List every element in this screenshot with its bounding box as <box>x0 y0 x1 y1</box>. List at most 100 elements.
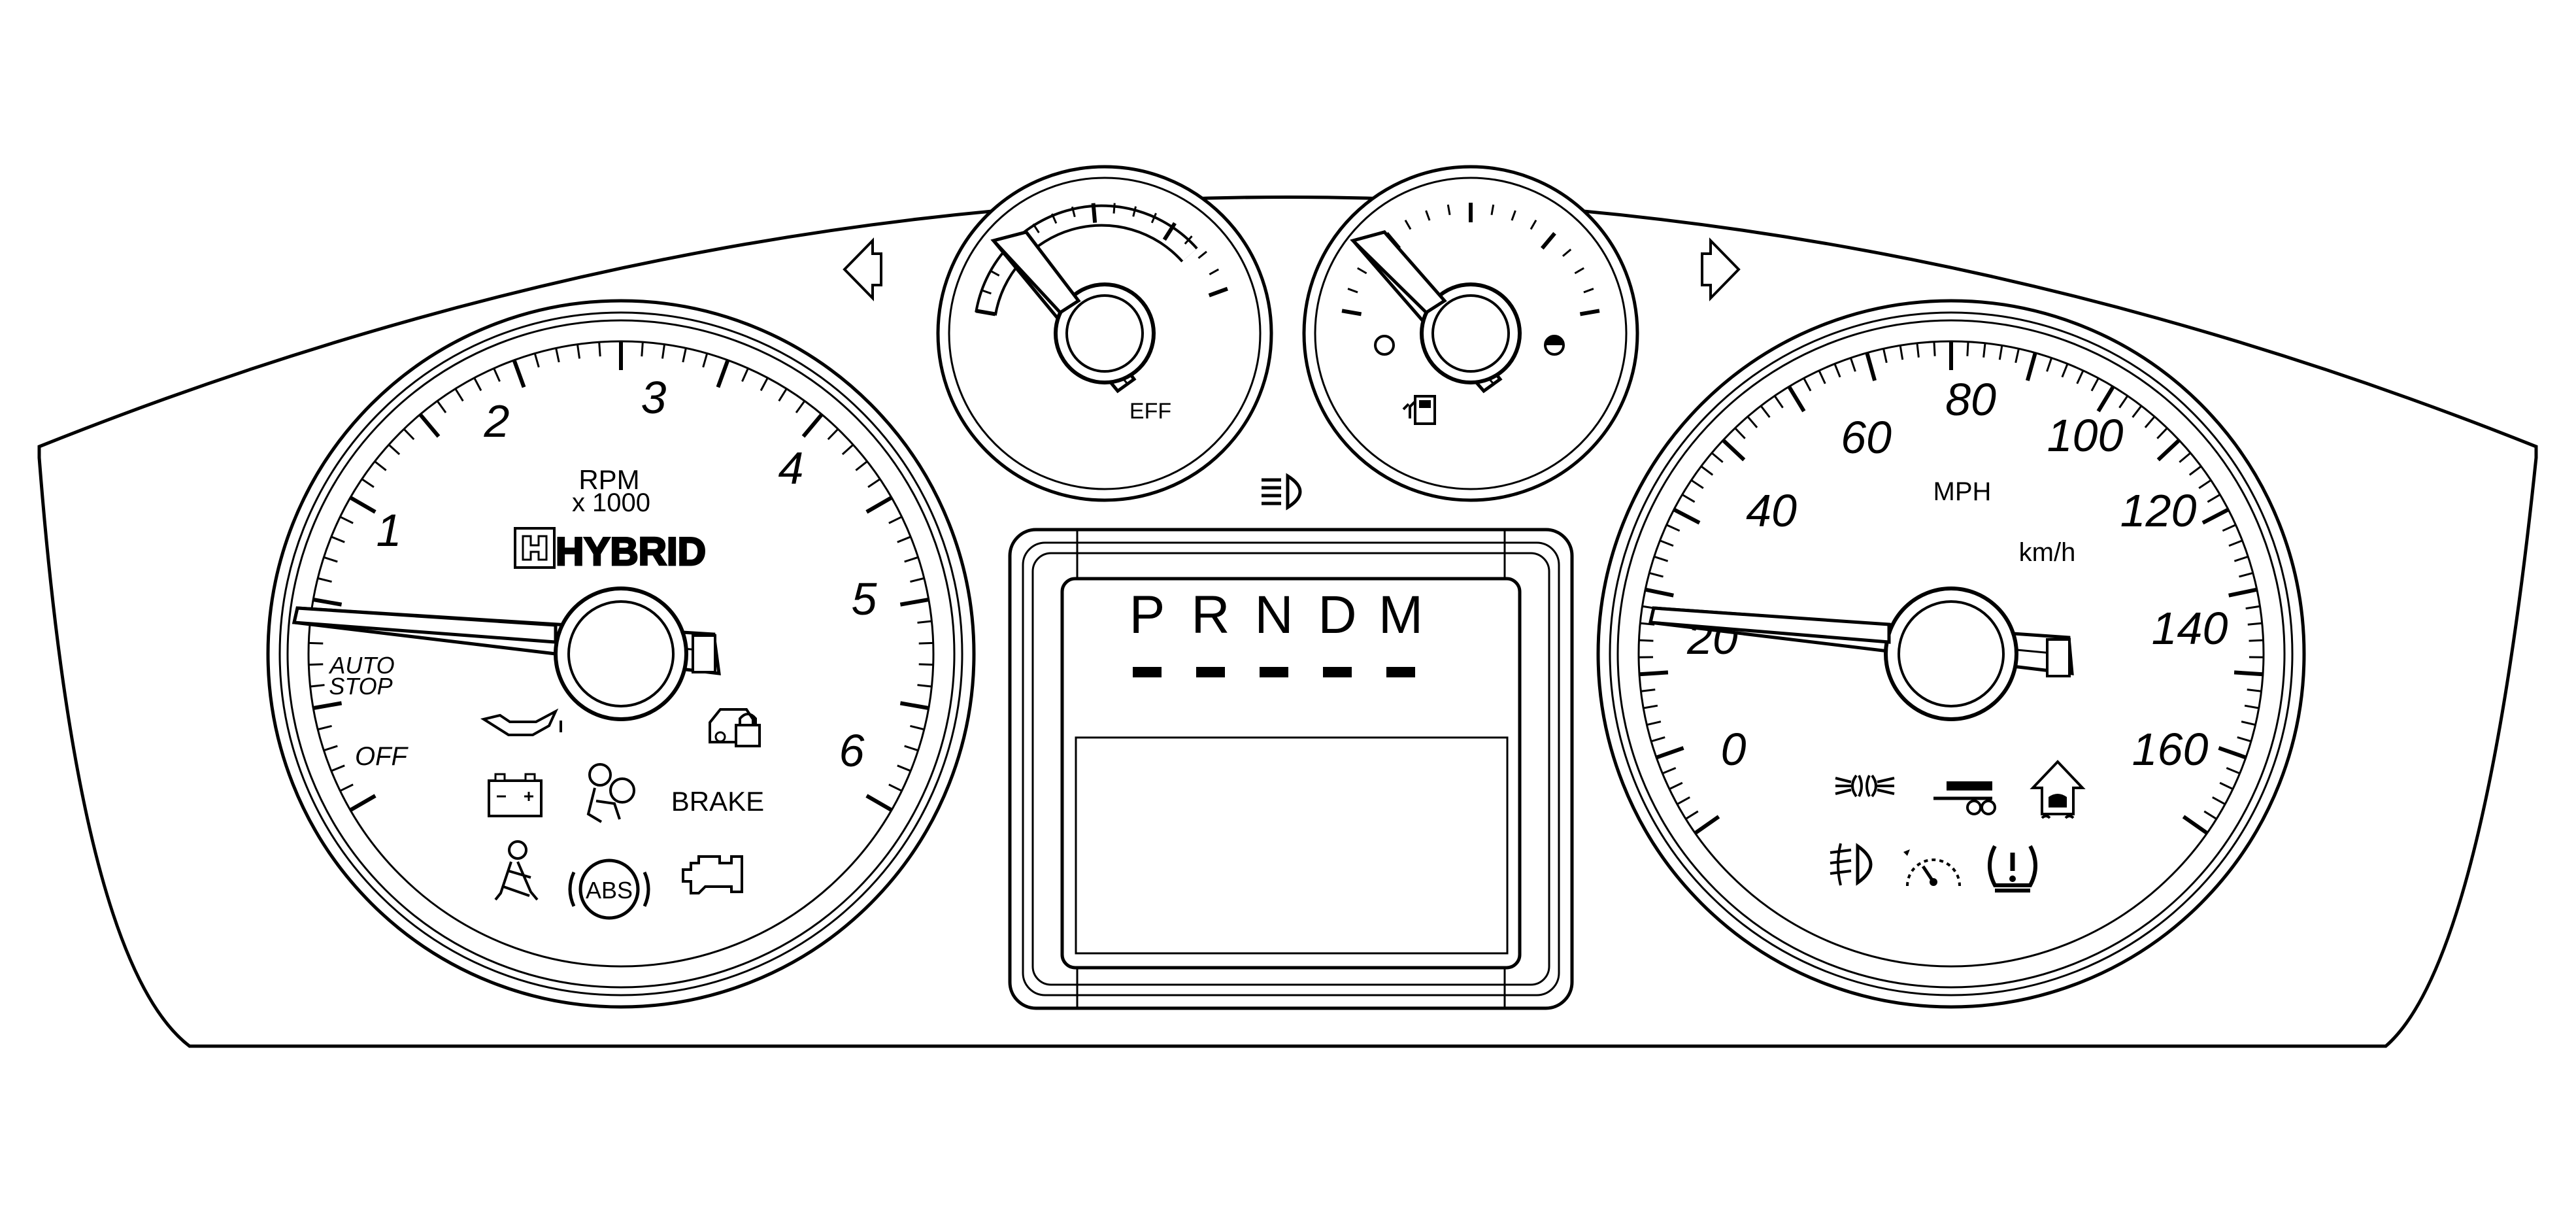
abs-icon: ABS <box>568 858 650 920</box>
gear-letter-m: M <box>1379 585 1423 645</box>
major-tick <box>2096 385 2115 413</box>
minor-tick <box>1700 465 1714 476</box>
major-tick <box>2026 352 2037 381</box>
kmh-number-160: 160 <box>2132 724 2209 775</box>
minor-tick <box>2198 479 2212 489</box>
major-tick <box>1579 309 1600 316</box>
minor-tick <box>2249 639 2264 642</box>
oil-pressure-icon <box>480 708 562 736</box>
minor-tick <box>339 783 354 792</box>
left-turn-arrow-icon <box>843 237 882 301</box>
minor-tick <box>1677 796 1690 806</box>
minor-tick <box>904 745 919 752</box>
tach-number-2: 2 <box>484 396 510 447</box>
major-tick <box>1091 203 1097 223</box>
minor-tick <box>317 577 332 583</box>
minor-tick <box>1643 704 1658 709</box>
gear-letter-p: P <box>1129 585 1165 645</box>
minor-tick <box>309 663 324 666</box>
major-tick <box>349 496 376 514</box>
major-tick <box>1865 352 1877 381</box>
major-tick <box>1656 746 1684 760</box>
minor-tick <box>1639 639 1654 642</box>
minor-tick <box>888 783 903 792</box>
gear-letter-n: N <box>1254 585 1293 645</box>
speedometer-needle <box>1648 586 2074 721</box>
major-tick <box>418 413 441 438</box>
major-tick <box>975 309 996 316</box>
minor-tick <box>2244 704 2259 709</box>
minor-tick <box>917 620 932 624</box>
fuel-full-marker <box>1544 335 1565 356</box>
minor-tick <box>1209 268 1220 276</box>
major-tick <box>865 794 893 812</box>
minor-tick <box>2061 363 2069 378</box>
minor-tick <box>533 353 540 368</box>
minor-tick <box>323 556 338 563</box>
tach-number-3: 3 <box>641 372 667 423</box>
minor-tick <box>1647 721 1662 726</box>
minor-tick <box>317 724 332 731</box>
minor-tick <box>741 367 749 382</box>
major-tick <box>1540 231 1556 250</box>
minor-tick <box>2188 465 2202 476</box>
minor-tick <box>1916 343 1920 358</box>
minor-tick <box>1899 345 1904 360</box>
mph-number-100: 100 <box>2047 410 2124 461</box>
headlamp-high-beam-icon <box>1262 473 1302 511</box>
mph-number-80: 80 <box>1945 374 1996 425</box>
speedometer: 0 20 40 60 80 100 120 140 160 MPH km/h <box>1596 299 2306 1009</box>
minor-tick <box>454 388 464 402</box>
minor-tick <box>1641 688 1656 692</box>
minor-tick <box>989 269 1000 277</box>
minor-tick <box>2237 736 2252 743</box>
minor-tick <box>1583 288 1594 294</box>
minor-tick <box>1681 494 1696 503</box>
minor-tick <box>1562 248 1572 257</box>
minor-tick <box>2219 781 2233 790</box>
fuel-pump-icon <box>1402 395 1436 425</box>
tachometer: 1 2 3 4 5 6 RPM x 1000 HYBRID AUTO STOP … <box>266 299 976 1009</box>
gear-letter-d: D <box>1318 585 1356 645</box>
stability-control-icon <box>2030 760 2086 819</box>
minor-tick <box>1665 524 1681 532</box>
tach-number-5: 5 <box>852 573 878 624</box>
minor-tick <box>1490 204 1495 216</box>
minor-tick <box>331 764 345 772</box>
minor-tick <box>1150 212 1157 224</box>
battery-icon <box>488 773 543 817</box>
minor-tick <box>910 724 925 731</box>
fuel-empty-marker <box>1374 335 1395 356</box>
gear-indicator-bar <box>1323 667 1352 677</box>
minor-tick <box>555 348 560 363</box>
fog-lamp-icon <box>1835 774 1895 798</box>
minor-tick <box>2226 767 2241 775</box>
minor-tick <box>323 745 338 752</box>
minor-tick <box>2132 405 2143 418</box>
major-tick <box>1694 815 1720 835</box>
minor-tick <box>493 367 501 382</box>
airbag-icon <box>586 763 635 823</box>
minor-tick <box>2212 796 2226 806</box>
tachometer-ticks <box>309 341 933 812</box>
major-tick <box>1645 587 1674 598</box>
minor-tick <box>1648 571 1664 578</box>
minor-tick <box>702 353 709 368</box>
minor-tick <box>1574 267 1584 275</box>
major-tick <box>1722 439 1746 462</box>
major-tick <box>312 701 343 710</box>
fuel-gauge <box>1302 165 1639 502</box>
minor-tick <box>1818 370 1826 384</box>
major-tick <box>1639 670 1669 677</box>
minor-tick <box>760 377 769 392</box>
minor-tick <box>436 400 447 413</box>
major-tick <box>512 359 526 388</box>
minor-tick <box>310 684 325 688</box>
cruise-control-icon <box>1903 849 1961 887</box>
major-tick <box>349 794 376 812</box>
minor-tick <box>1685 810 1699 820</box>
minor-tick <box>2203 810 2217 820</box>
minor-tick <box>1933 341 1936 356</box>
